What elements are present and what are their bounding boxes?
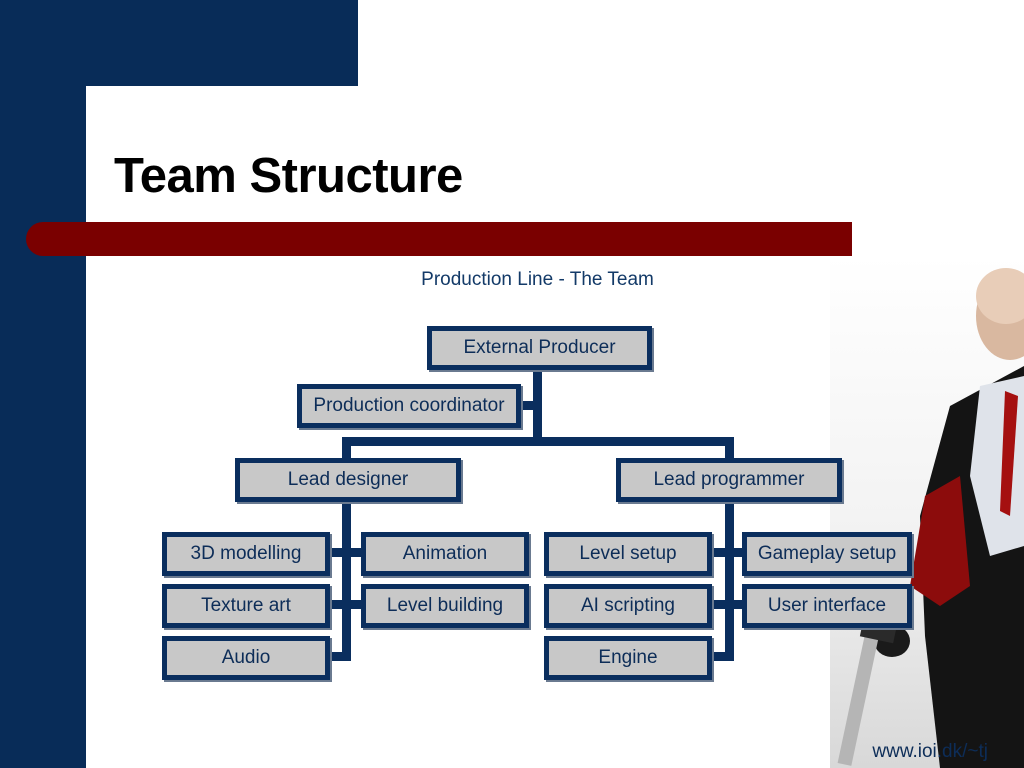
node-animation: Animation (361, 532, 529, 576)
connector-programmer-row2 (709, 600, 745, 609)
node-external-producer: External Producer (427, 326, 652, 370)
connector-coordinator (518, 401, 538, 410)
left-navy-band (0, 0, 86, 768)
footer-url: www.ioi.dk/~tj (872, 741, 988, 762)
node-lead-programmer: Lead programmer (616, 458, 842, 502)
connector-programmer-row1 (709, 548, 745, 557)
node-label: Lead designer (287, 469, 409, 490)
node-label: Animation (402, 543, 488, 564)
node-label: Engine (598, 647, 658, 668)
character-photo (830, 256, 1024, 768)
node-texture-art: Texture art (162, 584, 330, 628)
connector-designer-row2 (326, 600, 362, 609)
node-label: Texture art (201, 595, 291, 616)
node-label: Level building (386, 595, 504, 616)
node-label: 3D modelling (190, 543, 302, 564)
top-navy-band (0, 0, 358, 86)
node-engine: Engine (544, 636, 712, 680)
node-production-coordinator: Production coordinator (297, 384, 521, 428)
connector-designer-trunk (342, 500, 351, 660)
node-user-interface: User interface (742, 584, 912, 628)
node-audio: Audio (162, 636, 330, 680)
title-underline-bar (26, 222, 852, 256)
node-ai-scripting: AI scripting (544, 584, 712, 628)
slide-title: Team Structure (114, 149, 463, 203)
connector-designer-row3 (326, 652, 351, 661)
node-label: Lead programmer (653, 469, 805, 490)
connector-leads-bar (342, 437, 734, 446)
node-gameplay-setup: Gameplay setup (742, 532, 912, 576)
connector-programmer-trunk (725, 500, 734, 660)
diagram-title: Production Line - The Team (421, 269, 654, 290)
node-lead-designer: Lead designer (235, 458, 461, 502)
node-label: User interface (767, 595, 887, 616)
node-level-setup: Level setup (544, 532, 712, 576)
node-label: Production coordinator (313, 395, 505, 416)
connector-to-lead-programmer (725, 437, 734, 461)
connector-to-lead-designer (342, 437, 351, 461)
node-label: Level setup (579, 543, 677, 564)
connector-programmer-row3 (709, 652, 734, 661)
node-3d-modelling: 3D modelling (162, 532, 330, 576)
character-illustration (837, 268, 1024, 768)
node-label: External Producer (463, 337, 616, 358)
node-label: Audio (221, 647, 271, 668)
node-level-building: Level building (361, 584, 529, 628)
node-label: Gameplay setup (757, 543, 897, 564)
node-label: AI scripting (581, 595, 675, 616)
connector-designer-row1 (326, 548, 362, 557)
